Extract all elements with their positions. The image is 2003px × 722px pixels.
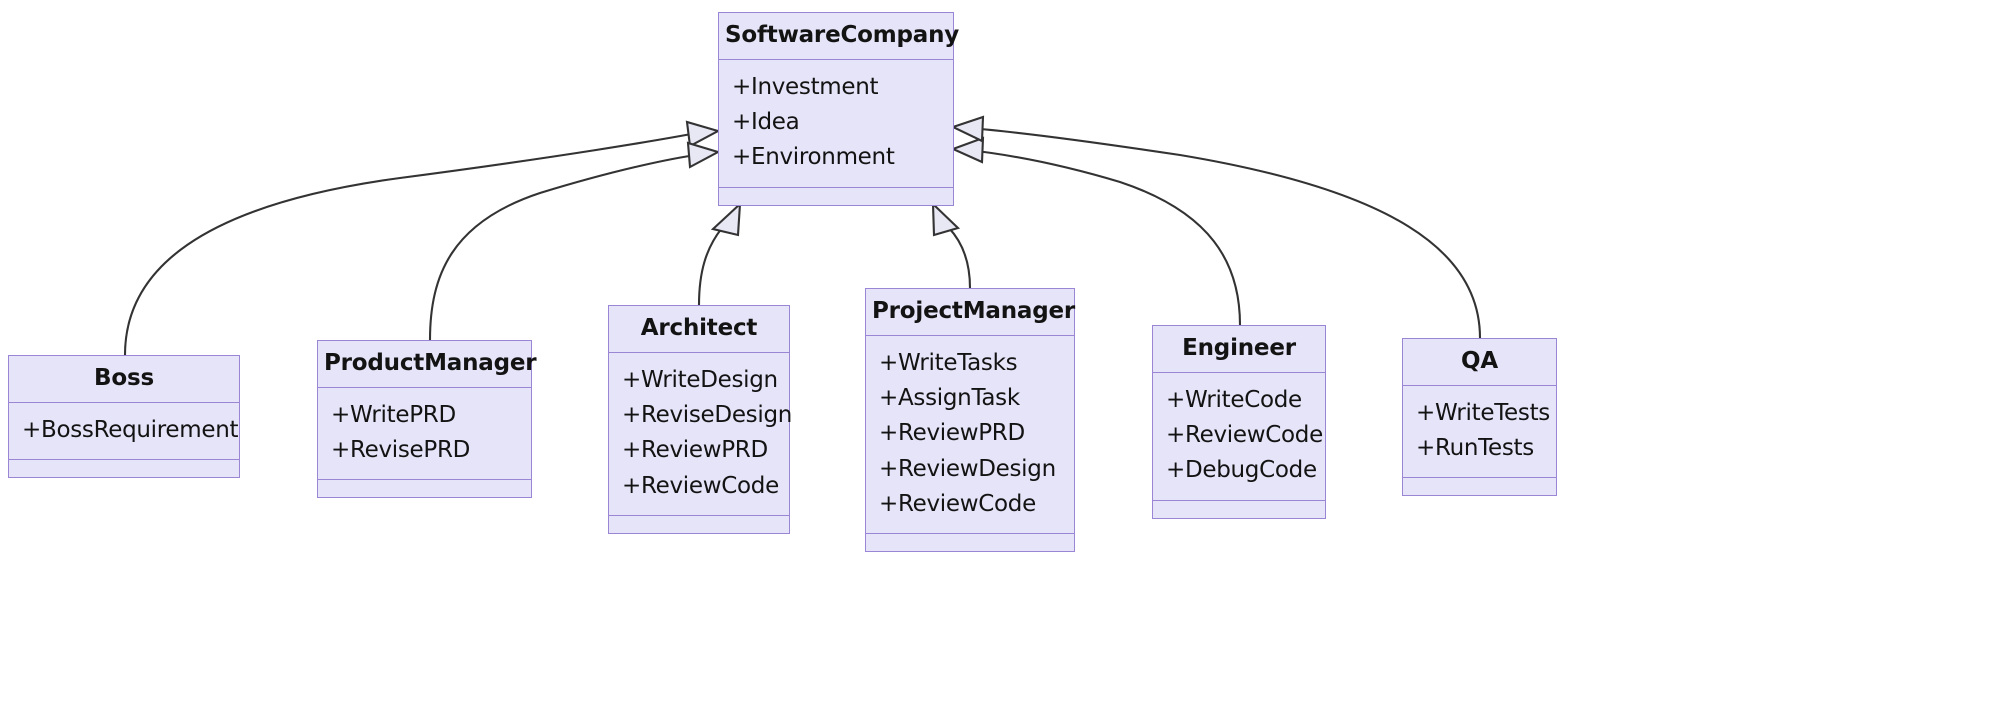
methods-compartment-project-manager xyxy=(866,534,1074,551)
attribute-row: +WriteCode xyxy=(1166,387,1302,413)
attribute-row: +WriteTasks xyxy=(879,350,1018,376)
attribute-row: +ReviewCode xyxy=(879,490,1036,517)
class-box-architect[interactable]: Architect +WriteDesign +ReviseDesign +Re… xyxy=(608,305,793,534)
methods-compartment-software-company xyxy=(719,188,953,205)
attributes-compartment-architect: +WriteDesign +ReviseDesign +ReviewPRD +R… xyxy=(609,353,793,516)
class-box-project-manager[interactable]: ProjectManager +WriteTasks +AssignTask +… xyxy=(865,288,1075,552)
attribute-row: +WritePRD xyxy=(331,402,456,428)
attribute-row: +BossRequirement xyxy=(22,417,239,443)
attribute-row: +RevisePRD xyxy=(331,437,471,464)
attributes-compartment-project-manager: +WriteTasks +AssignTask +ReviewPRD +Revi… xyxy=(866,336,1074,534)
class-name-project-manager: ProjectManager xyxy=(866,289,1075,336)
attribute-row: +RunTests xyxy=(1416,435,1534,462)
attribute-row: +WriteDesign xyxy=(622,367,778,393)
attribute-row: +AssignTask xyxy=(879,385,1020,412)
attribute-row: +Investment xyxy=(732,74,879,100)
class-name-product-manager: ProductManager xyxy=(318,341,537,388)
class-name-engineer: Engineer xyxy=(1153,326,1325,373)
class-name-architect: Architect xyxy=(609,306,789,353)
class-box-boss[interactable]: Boss +BossRequirement xyxy=(8,355,240,479)
attribute-row: +ReviewCode xyxy=(622,472,779,499)
class-box-product-manager[interactable]: ProductManager +WritePRD +RevisePRD xyxy=(317,340,537,499)
methods-compartment-qa xyxy=(1403,478,1556,495)
class-box-engineer[interactable]: Engineer +WriteCode +ReviewCode +DebugCo… xyxy=(1152,325,1326,519)
attribute-row: +Idea xyxy=(732,109,800,136)
class-box-qa[interactable]: QA +WriteTests +RunTests xyxy=(1402,338,1557,497)
edge-projectmanager-to-softwarecompany xyxy=(931,201,972,289)
edge-architect-to-softwarecompany xyxy=(697,201,742,306)
class-name-boss: Boss xyxy=(9,356,239,403)
attributes-compartment-software-company: +Investment +Idea +Environment xyxy=(719,60,953,188)
attributes-compartment-product-manager: +WritePRD +RevisePRD xyxy=(318,388,531,481)
attribute-row: +ReviewPRD xyxy=(879,420,1025,447)
attribute-row: +ReviewCode xyxy=(1166,422,1323,449)
class-name-qa: QA xyxy=(1403,339,1556,386)
attribute-row: +WriteTests xyxy=(1416,400,1550,426)
attribute-row: +ReviseDesign xyxy=(622,402,793,429)
attribute-row: +ReviewPRD xyxy=(622,437,768,464)
class-name-software-company: SoftwareCompany xyxy=(719,13,959,60)
methods-compartment-engineer xyxy=(1153,501,1325,518)
methods-compartment-product-manager xyxy=(318,480,531,497)
methods-compartment-architect xyxy=(609,516,789,533)
attribute-row: +Environment xyxy=(732,144,895,171)
attributes-compartment-qa: +WriteTests +RunTests xyxy=(1403,386,1556,479)
attributes-compartment-engineer: +WriteCode +ReviewCode +DebugCode xyxy=(1153,373,1325,501)
attribute-row: +DebugCode xyxy=(1166,457,1317,484)
class-box-software-company[interactable]: SoftwareCompany +Investment +Idea +Envir… xyxy=(718,12,959,206)
attribute-row: +ReviewDesign xyxy=(879,455,1056,482)
attributes-compartment-boss: +BossRequirement xyxy=(9,403,239,461)
methods-compartment-boss xyxy=(9,460,239,477)
